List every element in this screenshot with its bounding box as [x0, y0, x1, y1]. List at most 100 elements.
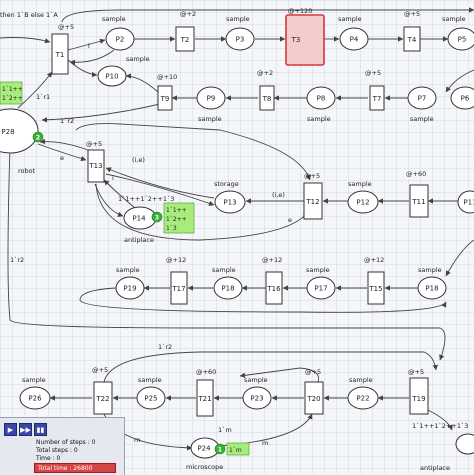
place-p10[interactable]: P10: [97, 65, 127, 87]
delay-labels: @+5 @+2 @+120 @+5 @+10 @+2 @+5 @+5 @+60 …: [58, 7, 426, 376]
delay-t1: @+5: [58, 23, 74, 31]
place-p14[interactable]: P14: [123, 206, 157, 230]
place-p4[interactable]: P4: [339, 27, 369, 51]
transition-t12-label: T12: [305, 198, 319, 206]
transition-t20[interactable]: T20: [304, 381, 324, 415]
delay-t8: @+2: [257, 69, 273, 77]
color-set-labels: sample sample sample sample sample sampl…: [18, 15, 466, 472]
arc-p13-t13: [105, 167, 215, 199]
transition-t2[interactable]: T2: [175, 26, 195, 52]
transition-t17[interactable]: T17: [170, 271, 188, 305]
arc-t1-p10: [67, 59, 98, 78]
place-bottom-right[interactable]: [455, 433, 474, 455]
place-p13[interactable]: P13: [214, 190, 246, 214]
token-p28-count: 2: [36, 135, 40, 142]
transition-t4[interactable]: T4: [403, 26, 421, 52]
colset-p26: sample: [22, 376, 46, 384]
arc-t9-p28: [41, 103, 161, 123]
transitions: T1 T2 T3 T4 T9 T8 T7 T13 T12 T11 T17 T16…: [51, 14, 429, 417]
place-p11[interactable]: P11: [457, 190, 474, 214]
transition-t2-label: T2: [180, 36, 190, 44]
place-p17[interactable]: P17: [306, 276, 336, 300]
colset-p3: sample: [226, 15, 250, 23]
arc-label-e-2: e: [288, 216, 292, 224]
place-p7[interactable]: P7: [407, 86, 437, 110]
place-p18b-label: P18: [221, 285, 234, 293]
place-p2[interactable]: P2: [105, 27, 135, 51]
place-p8[interactable]: P8: [306, 86, 336, 110]
transition-t22[interactable]: T22: [93, 381, 113, 415]
arc-label-r2-bottom: 1`r2: [158, 343, 172, 351]
arc-label-e-1: e: [60, 154, 64, 162]
arc-p19-loop: [79, 287, 447, 313]
transition-t3-label: T3: [291, 36, 301, 44]
transition-t21-label: T21: [197, 395, 211, 403]
colset-p5: sample: [442, 15, 466, 23]
place-p9[interactable]: P9: [196, 86, 226, 110]
delay-t16: @+12: [262, 256, 282, 264]
place-p18b[interactable]: P18: [213, 276, 243, 300]
marking-p14-line1: 1`1++: [166, 207, 187, 214]
place-p18[interactable]: P18: [417, 276, 447, 300]
delay-t7: @+5: [365, 69, 381, 77]
place-p26[interactable]: P26: [19, 386, 51, 410]
transition-t13[interactable]: T13: [87, 149, 105, 183]
place-p9-label: P9: [207, 95, 216, 103]
time-readout: Time : 0: [36, 455, 61, 462]
delay-t17: @+12: [166, 256, 186, 264]
place-p25[interactable]: P25: [136, 386, 166, 410]
arc-t6-p6: [445, 69, 474, 93]
arc-p2-t1-sample: [69, 49, 115, 66]
colset-p12: sample: [348, 180, 372, 188]
transition-t11[interactable]: T11: [409, 184, 429, 218]
place-p5-label: P5: [458, 36, 467, 44]
transition-t11-label: T11: [411, 198, 425, 206]
arc-t1-p2: [67, 38, 106, 51]
arc-label-tuple-2: (i,e): [272, 191, 285, 199]
place-p6[interactable]: P6: [450, 86, 474, 110]
colset-p13: storage: [214, 180, 239, 188]
arc-t22-loop-top: [103, 351, 438, 383]
place-p22[interactable]: P22: [347, 386, 379, 410]
arc-t13-p14: [94, 183, 124, 217]
place-p24[interactable]: P24: [190, 437, 220, 459]
arc-label-t19-in: 1`1++1`2++1`3: [412, 422, 468, 430]
transition-t12[interactable]: T12: [303, 182, 323, 220]
place-p5[interactable]: P5: [447, 27, 474, 51]
marking-p14-line2: 1`2++: [166, 216, 187, 223]
arc-header-t1: [0, 37, 51, 44]
transition-t21[interactable]: T21: [196, 379, 214, 417]
token-p24-count: 1: [218, 447, 222, 454]
place-p12[interactable]: P12: [347, 190, 379, 214]
transition-t1[interactable]: T1: [51, 33, 69, 75]
arc-label-m-expr: 1`m: [218, 426, 232, 434]
transition-t15[interactable]: T15: [367, 271, 385, 305]
transition-t19-label: T19: [411, 395, 425, 403]
transition-t22-label: T22: [95, 395, 109, 403]
delay-t3: @+120: [288, 7, 312, 15]
place-p23[interactable]: P23: [242, 386, 272, 410]
transition-t19[interactable]: T19: [409, 377, 429, 415]
place-p19[interactable]: P19: [115, 276, 145, 300]
colset-bottom-right: antiplace: [420, 464, 450, 472]
transition-t9[interactable]: T9: [157, 85, 173, 111]
arc-t20-up: [239, 367, 320, 383]
transition-t7[interactable]: T7: [369, 85, 385, 111]
transition-t8[interactable]: T8: [259, 85, 275, 111]
transition-t16-label: T16: [266, 285, 281, 293]
delay-t2: @+2: [180, 10, 196, 18]
transition-t16[interactable]: T16: [265, 271, 283, 305]
fast-forward-button[interactable]: ▶▶: [19, 423, 32, 436]
arc-label-r2-top: 1`r2: [60, 117, 74, 125]
transition-t1-label: T1: [55, 51, 65, 59]
pause-button[interactable]: ▮▮: [34, 423, 47, 436]
arc-label-m-1: m: [134, 436, 140, 444]
colset-p19: sample: [116, 266, 140, 274]
play-button[interactable]: ▶: [4, 423, 17, 436]
place-p3[interactable]: P3: [225, 27, 255, 51]
transition-t3[interactable]: T3: [285, 14, 325, 66]
place-p28[interactable]: P28: [0, 108, 39, 154]
arc-inscriptions: then 1`B else 1`A i 1`r1 1`r2 e (i,e) i …: [0, 11, 468, 447]
arc-p28-t13: [37, 143, 87, 162]
